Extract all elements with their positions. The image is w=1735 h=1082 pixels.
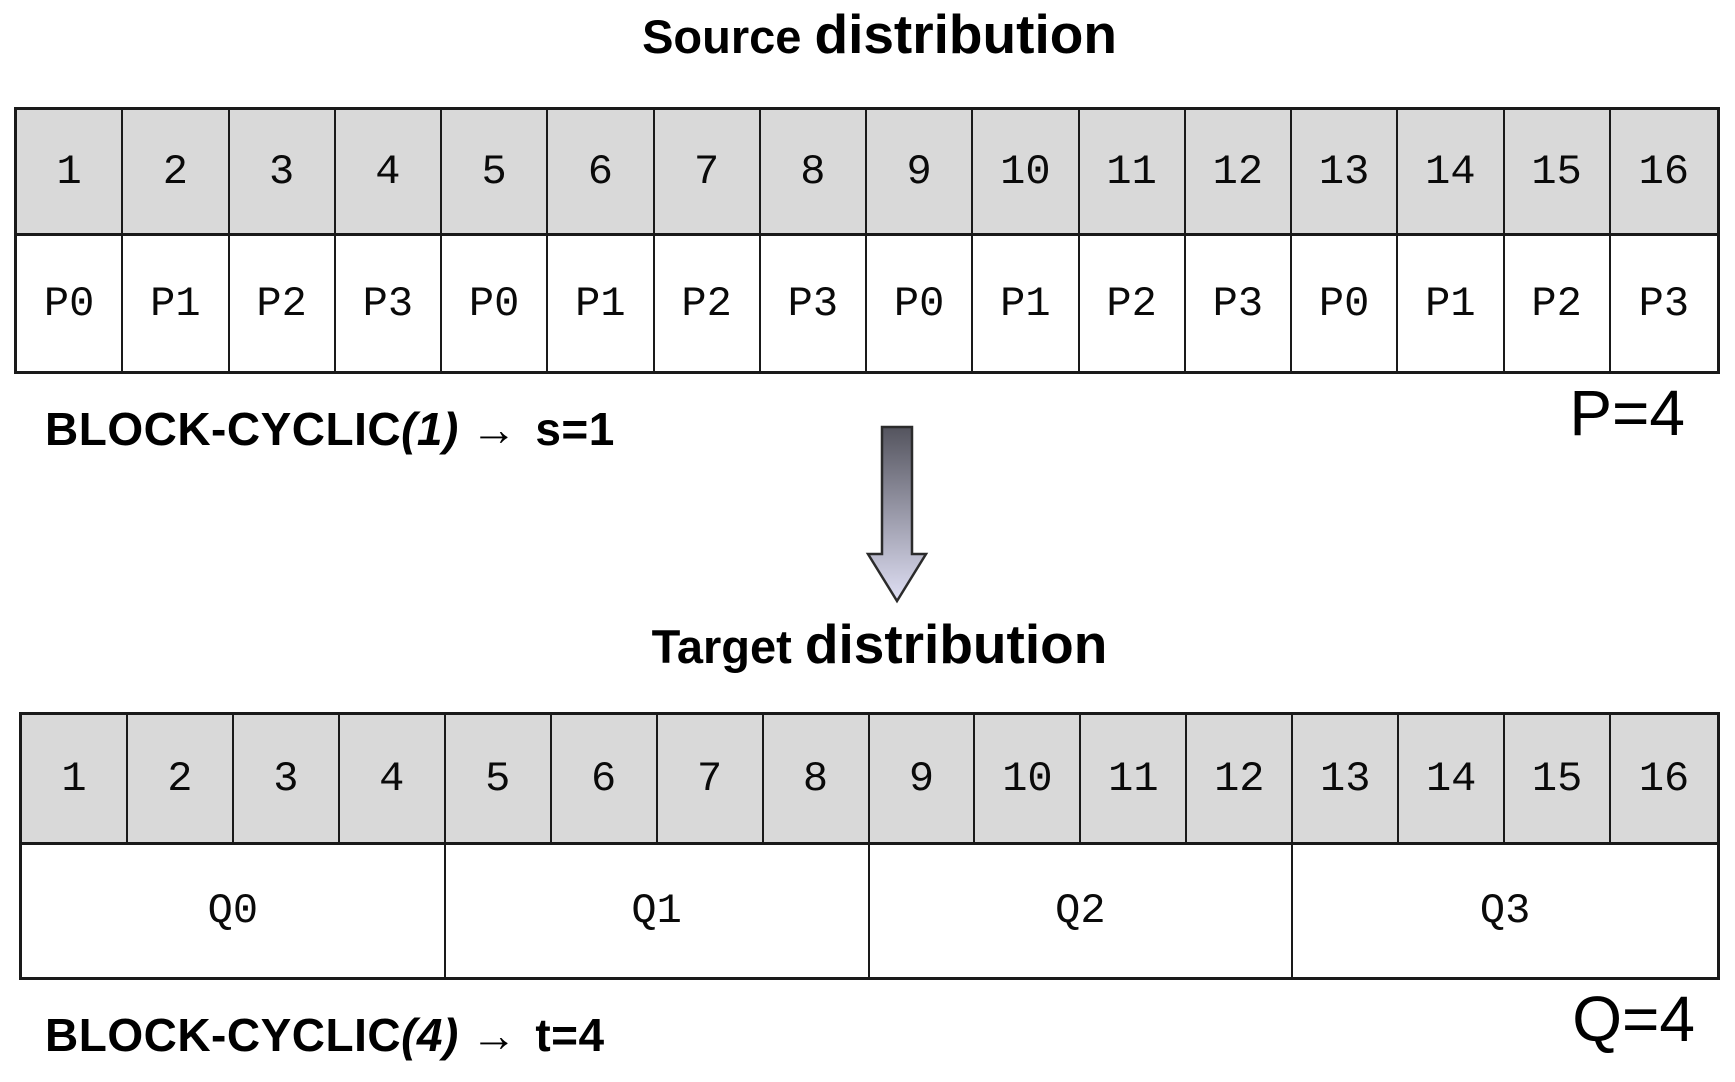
source-index-cell: 15	[1504, 110, 1611, 236]
target-caption: BLOCK-CYCLIC(4)→ t=4	[45, 1008, 605, 1062]
source-index-cell: 11	[1079, 110, 1186, 236]
target-index-cell: 13	[1293, 715, 1400, 845]
target-index-cell: 1	[22, 715, 128, 845]
source-distribution-title: Source distribution	[12, 2, 1735, 66]
source-distribution-table: 1 2 3 4 5 6 7 8 9 10 11 12 13 14 15 16 P…	[14, 107, 1720, 374]
source-proc-cell: P1	[123, 236, 230, 371]
source-proc-cell: P2	[1079, 236, 1186, 371]
target-index-cell: 7	[657, 715, 764, 845]
source-proc-cell: P2	[654, 236, 761, 371]
source-index-cell: 16	[1610, 110, 1717, 236]
target-group-cell: Q1	[445, 845, 870, 977]
down-arrow-icon	[865, 425, 929, 604]
target-caption-name: BLOCK-CYCLIC	[45, 1009, 402, 1061]
source-proc-cell: P0	[867, 236, 974, 371]
source-proc-cell: P2	[229, 236, 336, 371]
target-proc-count-label: Q=4	[1572, 983, 1695, 1055]
source-proc-count-label: P=4	[1569, 377, 1685, 449]
source-proc-cell: P0	[442, 236, 549, 371]
target-index-cell: 9	[869, 715, 976, 845]
source-title-word1: Source	[642, 10, 802, 63]
source-caption-param: (1)	[401, 403, 459, 455]
target-distribution-title: Target distribution	[12, 612, 1735, 676]
right-arrow-icon: →	[470, 403, 518, 455]
target-index-cell: 4	[339, 715, 446, 845]
target-index-cell: 10	[975, 715, 1082, 845]
source-proc-cell: P1	[1398, 236, 1505, 371]
source-index-cell: 7	[654, 110, 761, 236]
target-distribution-table: 1 2 3 4 5 6 7 8 9 10 11 12 13 14 15 16 Q…	[19, 712, 1720, 980]
source-index-cell: 12	[1185, 110, 1292, 236]
right-arrow-icon: →	[470, 1009, 518, 1061]
target-index-cell: 14	[1399, 715, 1506, 845]
target-group-cell: Q3	[1293, 845, 1717, 977]
source-caption: BLOCK-CYCLIC(1)→ s=1	[45, 402, 615, 456]
source-caption-result: s=1	[535, 403, 615, 455]
source-proc-cell: P1	[973, 236, 1080, 371]
target-index-cell: 2	[127, 715, 234, 845]
source-index-cell: 4	[335, 110, 442, 236]
target-index-cell: 3	[233, 715, 340, 845]
source-proc-cell: P3	[1185, 236, 1292, 371]
source-index-cell: 2	[123, 110, 230, 236]
target-caption-result: t=4	[535, 1009, 605, 1061]
source-proc-cell: P3	[335, 236, 442, 371]
target-group-cell: Q2	[869, 845, 1294, 977]
source-index-cell: 9	[867, 110, 974, 236]
target-index-cell: 16	[1611, 715, 1717, 845]
target-index-cell: 15	[1505, 715, 1612, 845]
source-proc-cell: P3	[1610, 236, 1717, 371]
target-index-cell: 11	[1081, 715, 1188, 845]
target-index-cell: 5	[445, 715, 552, 845]
source-proc-cell: P0	[17, 236, 124, 371]
source-index-cell: 8	[760, 110, 867, 236]
source-index-cell: 5	[442, 110, 549, 236]
source-index-cell: 6	[548, 110, 655, 236]
source-proc-cell: P0	[1292, 236, 1399, 371]
source-proc-cell: P2	[1504, 236, 1611, 371]
source-proc-cell: P3	[760, 236, 867, 371]
source-index-cell: 13	[1292, 110, 1399, 236]
target-title-word1: Target	[651, 620, 792, 673]
target-group-cell: Q0	[22, 845, 446, 977]
source-caption-name: BLOCK-CYCLIC	[45, 403, 402, 455]
target-caption-param: (4)	[401, 1009, 459, 1061]
source-index-cell: 1	[17, 110, 124, 236]
source-proc-cell: P1	[548, 236, 655, 371]
source-title-word2: distribution	[814, 3, 1117, 65]
target-title-word2: distribution	[804, 613, 1108, 675]
target-index-cell: 8	[763, 715, 870, 845]
target-index-cell: 12	[1187, 715, 1294, 845]
source-index-cell: 3	[229, 110, 336, 236]
target-index-cell: 6	[551, 715, 658, 845]
source-index-cell: 14	[1398, 110, 1505, 236]
source-index-cell: 10	[973, 110, 1080, 236]
